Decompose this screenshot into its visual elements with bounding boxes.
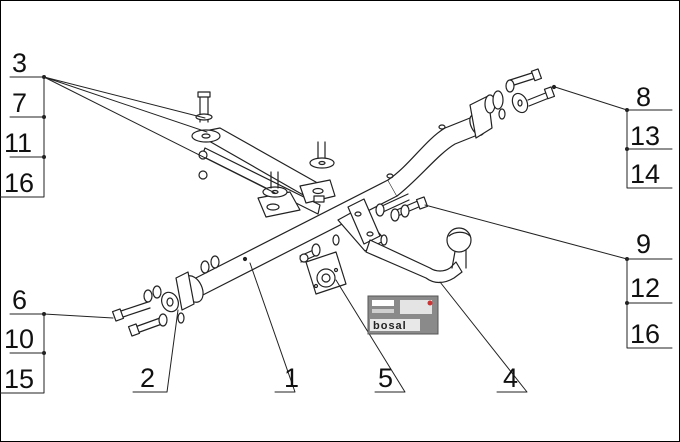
label-right-bottom-1: 12: [630, 273, 660, 303]
leader-lines: [43, 76, 628, 393]
socket-plate: [305, 251, 347, 295]
label-part-4: 4: [503, 363, 518, 393]
label-left-bottom-0: 6: [12, 285, 27, 315]
label-part-1: 1: [284, 363, 299, 393]
label-left-top-1: 7: [12, 88, 27, 118]
label-left-top-0: 3: [12, 48, 27, 78]
label-right-bottom-0: 9: [636, 229, 651, 259]
label-right-top-1: 13: [630, 121, 660, 151]
left-end-plate: [111, 255, 220, 337]
right-end-bracket: [469, 68, 557, 139]
label-left-top-3: 16: [4, 168, 34, 198]
label-right-bottom-2: 16: [630, 319, 660, 349]
label-left-bottom-2: 15: [4, 364, 34, 394]
label-part-2: 2: [140, 363, 155, 393]
mounting-bracket-assembly: [191, 91, 336, 218]
label-left-top-2: 11: [4, 128, 32, 158]
label-right-top-2: 14: [630, 159, 660, 189]
label-left-bottom-1: 10: [4, 324, 34, 354]
junction-dots: [42, 75, 629, 355]
number-labels: 3 7 11 16 6 10 15 8 13 14 9 12 16 2 1 5 …: [4, 48, 660, 394]
plate-brand-text: bosal: [373, 320, 407, 332]
tow-ball-assembly: [299, 193, 472, 284]
label-part-5: 5: [378, 363, 393, 393]
label-right-top-0: 8: [636, 82, 651, 112]
data-plate: bosal: [367, 295, 439, 335]
